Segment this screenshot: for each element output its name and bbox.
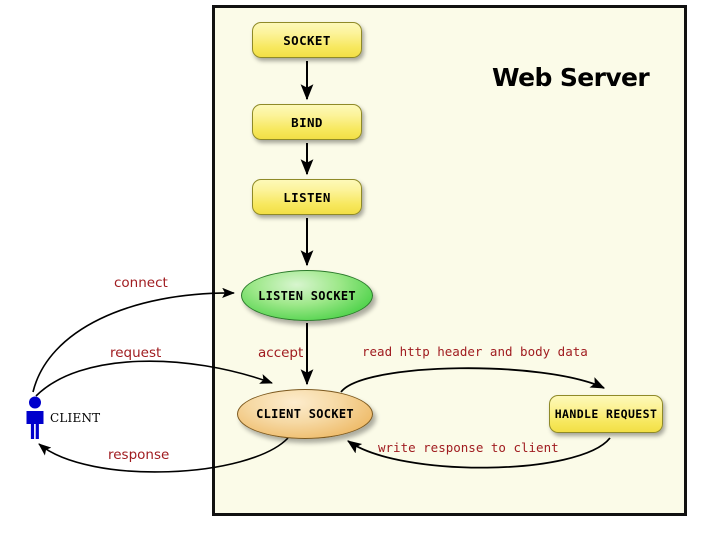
edge-label-request: request <box>110 345 162 361</box>
node-listen-socket[interactable]: LISTEN SOCKET <box>241 270 373 321</box>
client-actor-label: CLIENT <box>50 411 101 425</box>
node-listen[interactable]: LISTEN <box>252 179 362 215</box>
node-socket[interactable]: SOCKET <box>252 22 362 58</box>
node-client-socket[interactable]: CLIENT SOCKET <box>237 389 373 439</box>
edge-client-listen-socket <box>32 287 235 393</box>
client-actor-icon <box>26 396 44 439</box>
edge-label-read-http: read http header and body data <box>362 344 588 359</box>
node-handle-request[interactable]: HANDLE REQUEST <box>549 395 663 433</box>
edge-label-connect: connect <box>114 275 168 291</box>
edge-label-accept: accept <box>258 345 304 361</box>
edge-label-response: response <box>108 447 170 463</box>
edge-label-write-response: write response to client <box>378 440 559 455</box>
web-server-title: Web Server <box>492 63 650 92</box>
node-bind[interactable]: BIND <box>252 104 362 140</box>
